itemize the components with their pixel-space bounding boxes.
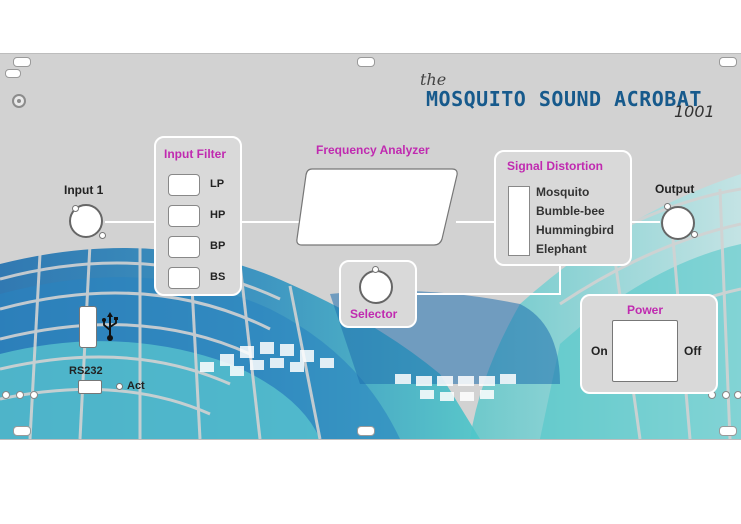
signal-distortion-title: Signal Distortion	[507, 159, 603, 173]
rack-hole	[734, 391, 741, 399]
rack-slot	[719, 57, 737, 67]
input-jack-mark	[99, 232, 106, 239]
distortion-option-bumble-bee[interactable]: Bumble-bee	[536, 204, 605, 218]
distortion-option-hummingbird[interactable]: Hummingbird	[536, 223, 614, 237]
rack-slot	[357, 57, 375, 67]
selector-label: Selector	[350, 307, 398, 321]
filter-bp-button[interactable]	[168, 236, 200, 258]
output-label: Output	[655, 182, 695, 196]
filter-hp-label: HP	[210, 209, 226, 221]
rack-hole	[16, 391, 24, 399]
rs232-port[interactable]	[78, 380, 102, 394]
input-jack-mark	[72, 205, 79, 212]
usb-port[interactable]	[79, 306, 97, 348]
input-filter-title: Input Filter	[164, 147, 226, 161]
filter-bp-label: BP	[210, 240, 226, 252]
rack-slot	[5, 69, 21, 78]
power-off-label: Off	[684, 344, 702, 358]
distortion-option-mosquito[interactable]: Mosquito	[536, 185, 590, 199]
rack-slot	[13, 57, 31, 67]
power-on-label: On	[591, 344, 608, 358]
output-jack-mark	[664, 203, 671, 210]
rs232-label: RS232	[69, 365, 103, 377]
input-label: Input 1	[64, 183, 104, 197]
selector-knob-mark	[372, 266, 379, 273]
filter-bs-button[interactable]	[168, 267, 200, 289]
frequency-analyzer-display	[296, 168, 458, 246]
filter-bs-label: BS	[210, 271, 226, 283]
rack-hole	[2, 391, 10, 399]
rack-hole	[30, 391, 38, 399]
brand-prefix: the	[420, 70, 447, 89]
filter-lp-button[interactable]	[168, 174, 200, 196]
rack-slot	[357, 426, 375, 436]
rack-slot	[719, 426, 737, 436]
filter-hp-button[interactable]	[168, 205, 200, 227]
output-jack[interactable]	[661, 206, 695, 240]
selector-box: Selector	[339, 260, 417, 328]
device-panel: the MOSQUITO SOUND ACROBAT 1001 Input 1 …	[0, 53, 741, 440]
selector-knob[interactable]	[359, 270, 393, 304]
rack-slot	[13, 426, 31, 436]
distortion-slider[interactable]	[508, 186, 530, 256]
brand-model: 1001	[674, 102, 715, 121]
frequency-analyzer-title: Frequency Analyzer	[316, 143, 430, 157]
distortion-option-elephant[interactable]: Elephant	[536, 242, 587, 256]
distortion-options: Mosquito Bumble-bee Hummingbird Elephant	[536, 183, 614, 259]
brand-name: MOSQUITO SOUND ACROBAT	[426, 87, 702, 111]
filter-lp-label: LP	[210, 178, 225, 190]
input-filter-box: Input Filter LP HP BP BS	[154, 136, 242, 296]
signal-distortion-box: Signal Distortion Mosquito Bumble-bee Hu…	[494, 150, 632, 266]
power-switch[interactable]	[612, 320, 678, 382]
activity-led	[116, 383, 123, 390]
usb-icon	[102, 312, 118, 341]
activity-label: Act	[127, 380, 145, 392]
output-jack-mark	[691, 231, 698, 238]
screw-icon	[12, 94, 26, 108]
power-title: Power	[627, 303, 664, 317]
rack-hole	[722, 391, 730, 399]
